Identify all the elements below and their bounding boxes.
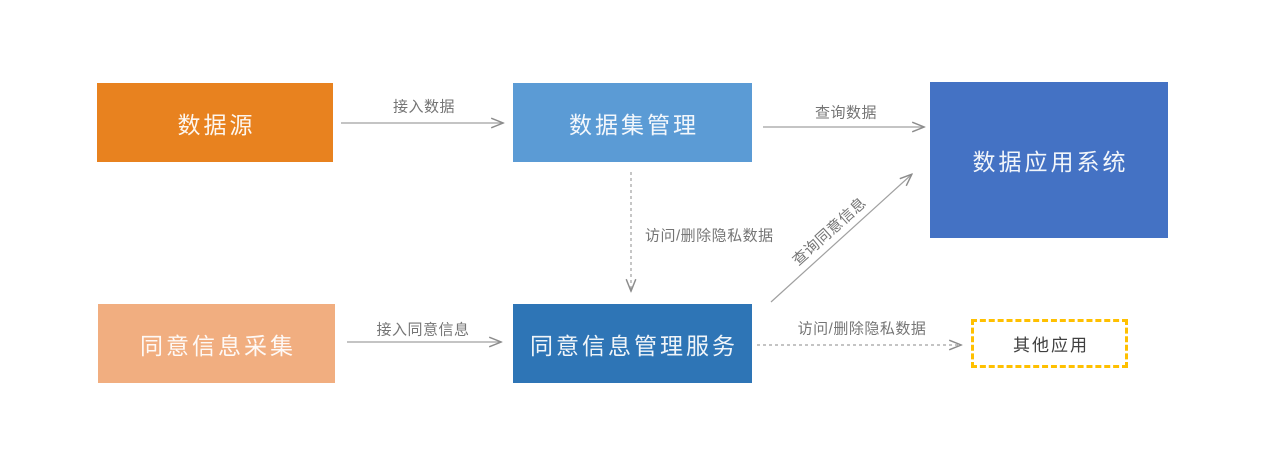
node-data-application-system: 数据应用系统	[930, 82, 1168, 238]
node-dataset-management-label: 数据集管理	[569, 111, 699, 138]
node-data-source-label: 数据源	[177, 111, 256, 138]
node-consent-info-collection: 同意信息采集	[98, 304, 335, 383]
node-data-source: 数据源	[97, 83, 333, 162]
node-other-applications: 其他应用	[971, 319, 1128, 368]
edge-query-consent-info-diagonal-arrow	[770, 175, 911, 303]
edge-label-access-delete-private-data-vertical: 访问/删除隐私数据	[645, 227, 774, 245]
node-other-applications-label: 其他应用	[1013, 336, 1089, 355]
edge-label-access-delete-private-data-horizontal: 访问/删除隐私数据	[797, 320, 927, 338]
node-dataset-management: 数据集管理	[513, 83, 752, 162]
node-consent-info-collection-label: 同意信息采集	[140, 332, 296, 359]
edge-label-access-data: 接入数据	[392, 98, 456, 116]
node-consent-info-management-service-label: 同意信息管理服务	[530, 332, 738, 359]
edge-label-access-consent-info: 接入同意信息	[376, 321, 470, 339]
node-consent-info-management-service: 同意信息管理服务	[513, 304, 752, 383]
edge-label-query-data: 查询数据	[814, 104, 878, 122]
node-data-application-system-label: 数据应用系统	[972, 149, 1129, 175]
